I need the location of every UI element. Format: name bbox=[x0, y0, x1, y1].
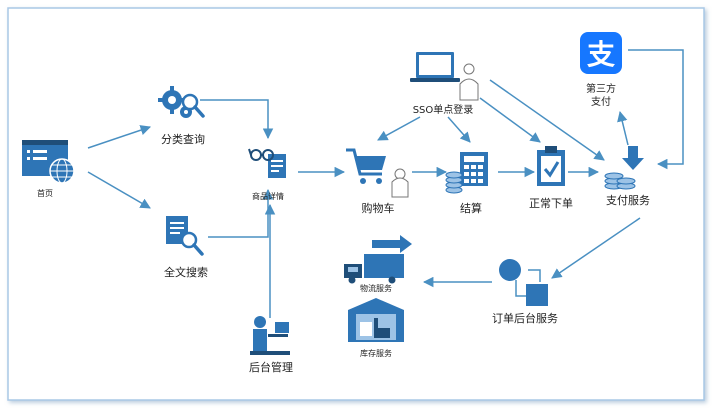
fulltext-search-label: 全文搜索 bbox=[164, 265, 208, 279]
gear-search-icon bbox=[158, 86, 205, 118]
connectors bbox=[87, 49, 684, 318]
admin-workstation-icon bbox=[250, 316, 290, 355]
labels: 首页 分类查询 全文搜索 商品详情 后台管理 SSO单点登录 购物车 结算 正常… bbox=[37, 82, 650, 374]
product-detail-label: 商品详情 bbox=[252, 191, 284, 201]
alipay-logo-icon: 支 bbox=[580, 32, 622, 74]
backend-admin-label: 后台管理 bbox=[249, 360, 293, 374]
calculator-coins-icon bbox=[445, 152, 488, 194]
arrow-alipay-to-payment bbox=[628, 49, 684, 170]
clipboard-check-icon bbox=[537, 146, 565, 186]
normal-order-label: 正常下单 bbox=[529, 197, 573, 210]
order-backend-label: 订单后台服务 bbox=[492, 311, 558, 325]
cart-label: 购物车 bbox=[362, 201, 395, 215]
arrow-sso-to-cart bbox=[377, 116, 421, 141]
payment-service-label: 支付服务 bbox=[606, 194, 650, 207]
logistics-label: 物流服务 bbox=[360, 283, 392, 293]
arrow-sso-to-checkout bbox=[447, 116, 471, 143]
third-party-label-line1: 第三方 bbox=[586, 82, 616, 95]
shopping-cart-icon bbox=[346, 148, 409, 198]
document-search-icon bbox=[166, 216, 204, 256]
delivery-truck-icon bbox=[344, 235, 412, 284]
arrow-sso-to-order bbox=[479, 97, 541, 143]
category-search-label: 分类查询 bbox=[161, 132, 205, 146]
arrow-home-to-category bbox=[87, 125, 151, 149]
arrow-payment-to-thirdparty bbox=[617, 110, 629, 146]
arrow-home-to-fulltext bbox=[87, 171, 151, 209]
glasses-document-icon bbox=[248, 148, 286, 178]
arrow-category-to-detail bbox=[200, 99, 274, 140]
third-party-label-line2: 支付 bbox=[591, 95, 611, 108]
payment-coins-icon bbox=[604, 146, 644, 190]
alipay-glyph: 支 bbox=[587, 38, 615, 71]
arrow-payment-to-order-backend bbox=[551, 217, 641, 279]
arrow-laptop-to-payment bbox=[489, 79, 605, 161]
laptop-user-icon bbox=[410, 52, 479, 101]
browser-window-icon bbox=[22, 140, 75, 184]
sso-login-label: SSO单点登录 bbox=[413, 103, 474, 116]
warehouse-forklift-icon bbox=[348, 298, 404, 342]
order-backend-icon bbox=[499, 259, 548, 306]
inventory-label: 库存服务 bbox=[360, 348, 392, 358]
home-label: 首页 bbox=[37, 188, 53, 198]
checkout-label: 结算 bbox=[460, 201, 482, 215]
